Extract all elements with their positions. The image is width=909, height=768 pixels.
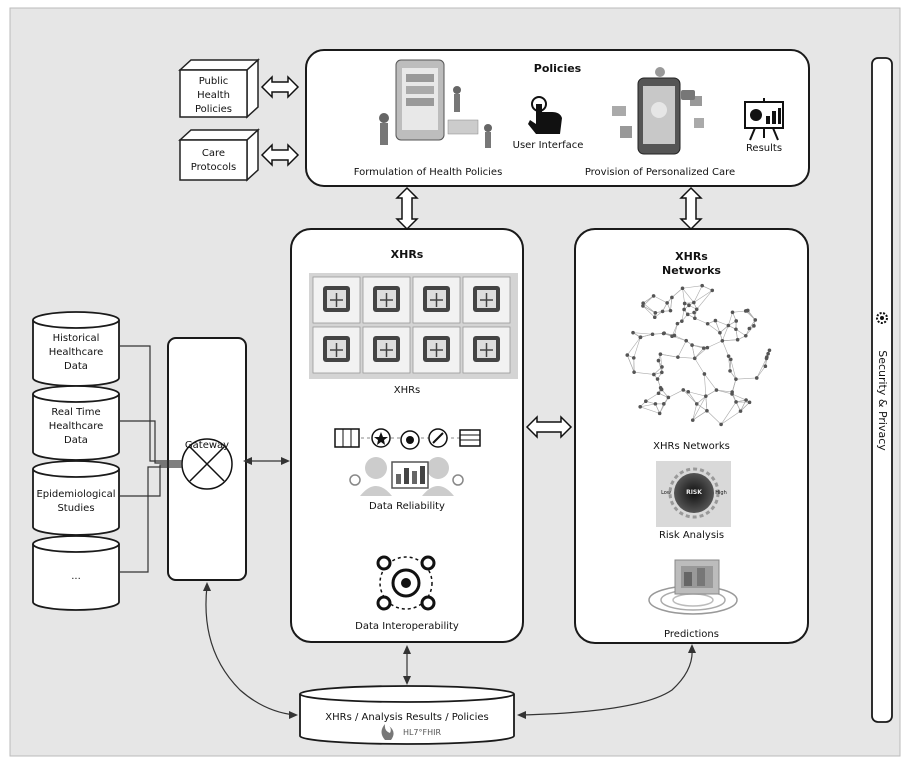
risk-high: High [714, 490, 728, 496]
ehr-tablet-icon [313, 277, 360, 323]
data-reliability-label: Data Reliability [291, 501, 523, 514]
risk-badge: RISK [684, 489, 704, 497]
user-interface-label: User Interface [498, 140, 598, 153]
policies-title: Policies [306, 62, 809, 76]
smartwatch-icon [413, 327, 460, 373]
fhir-label: HL7°FHIR [392, 728, 452, 738]
risk-low: Low [660, 490, 672, 496]
networks-label: XHRs Networks [575, 441, 808, 454]
health-monitor-icon [363, 327, 410, 373]
public-health-policies-label: Public Health Policies [180, 75, 247, 117]
doctor-icon [413, 277, 460, 323]
results-label: Results [734, 143, 794, 156]
source-label: ... [33, 570, 119, 584]
gateway-label: Gateway [176, 440, 238, 453]
medical-records-icon [313, 327, 360, 373]
xhrs-title: XHRs [291, 248, 523, 262]
medical-folder-icon [463, 327, 510, 373]
security-privacy-label-wrap: Security & Privacy [862, 300, 902, 500]
formulation-label: Formulation of Health Policies [338, 167, 518, 180]
personalized-care-label: Provision of Personalized Care [574, 167, 746, 180]
medical-tablet-icon [463, 277, 510, 323]
xhrs-grid-label: XHRs [291, 385, 523, 398]
predictions-label: Predictions [575, 629, 808, 642]
storage-label: XHRs / Analysis Results / Policies [300, 712, 514, 725]
data-interoperability-label: Data Interoperability [291, 621, 523, 634]
care-protocols-label: Care Protocols [180, 147, 247, 175]
records-hands-icon [363, 277, 410, 323]
risk-analysis-label: Risk Analysis [575, 530, 808, 543]
networks-title: XHRs Networks [575, 250, 808, 278]
security-privacy-label: Security & Privacy [876, 350, 889, 451]
